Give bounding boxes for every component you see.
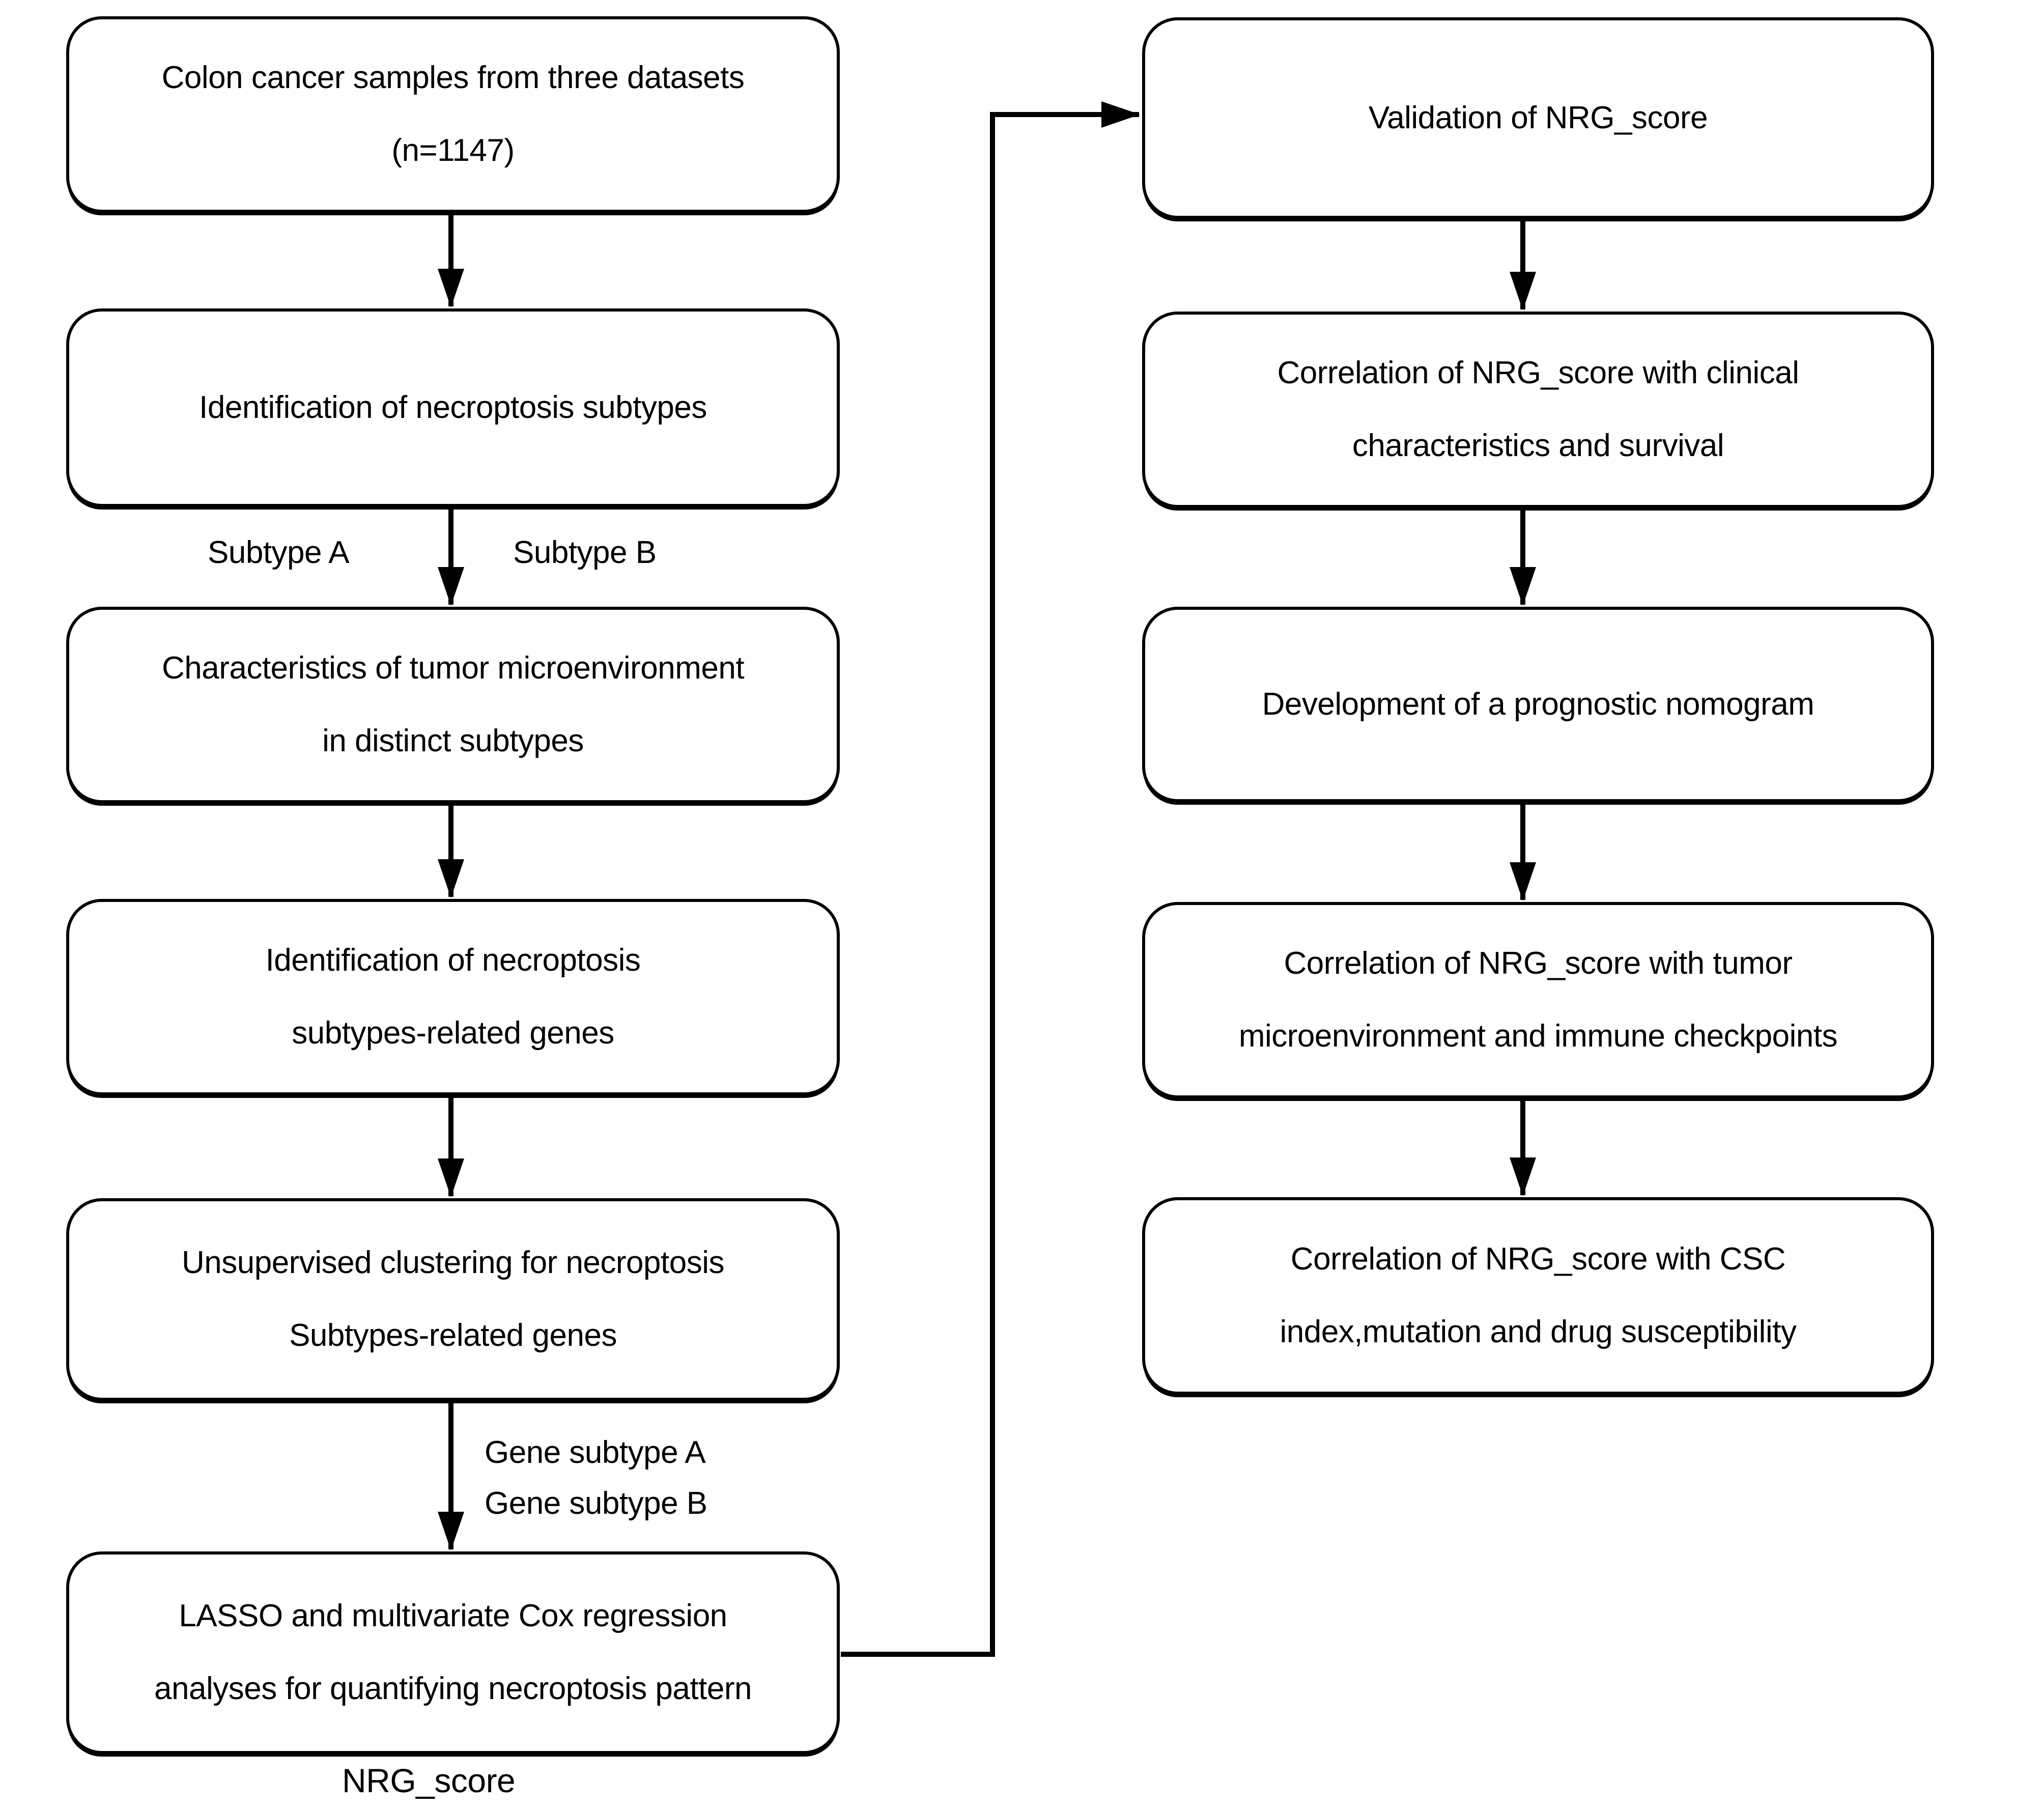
box-text-line: Characteristics of tumor microenvironmen… (161, 651, 745, 686)
box-identification-necroptosis-subtypes: Identification of necroptosis subtypes (66, 308, 840, 507)
label-subtype-a: Subtype A (208, 535, 350, 570)
box-text-line: analyses for quantifying necroptosis pat… (154, 1671, 752, 1706)
label-gene-subtype-a: Gene subtype A (485, 1435, 706, 1470)
box-text-line: Identification of necroptosis (265, 943, 641, 978)
box-text-line: characteristics and survival (1352, 428, 1724, 463)
box-text-line: Validation of NRG_score (1368, 100, 1708, 135)
box-text-line: Identification of necroptosis subtypes (199, 389, 707, 425)
label-gene-subtype-b: Gene subtype B (485, 1486, 707, 1521)
box-correlation-tme-immune-checkpoints: Correlation of NRG_score with tumor micr… (1142, 902, 1934, 1098)
box-text-line: Correlation of NRG_score with clinical (1277, 355, 1799, 391)
box-text-line: Correlation of NRG_score with CSC (1290, 1241, 1786, 1277)
box-colon-cancer-samples: Colon cancer samples from three datasets… (66, 16, 840, 213)
box-text-line: (n=1147) (391, 133, 515, 168)
box-text-line: Colon cancer samples from three datasets (161, 60, 745, 96)
connector-lasso-to-validation (841, 101, 1140, 1657)
box-text-line: in distinct subtypes (322, 723, 584, 758)
box-text-line: Unsupervised clustering for necroptosis (181, 1245, 725, 1281)
box-text-line: Correlation of NRG_score with tumor (1284, 946, 1793, 981)
box-prognostic-nomogram: Development of a prognostic nomogram (1142, 607, 1934, 802)
label-nrg-score: NRG_score (342, 1762, 516, 1799)
box-text-line: LASSO and multivariate Cox regression (179, 1598, 727, 1634)
box-text-line: Subtypes-related genes (289, 1318, 617, 1353)
box-text-line: Development of a prognostic nomogram (1262, 686, 1814, 722)
box-correlation-csc-mutation-drug: Correlation of NRG_score with CSC index,… (1142, 1197, 1934, 1395)
box-tumor-microenvironment-characteristics: Characteristics of tumor microenvironmen… (66, 607, 840, 803)
box-text-line: index,mutation and drug susceptibility (1280, 1314, 1797, 1349)
box-identification-subtypes-related-genes: Identification of necroptosis subtypes-r… (66, 899, 840, 1095)
label-subtype-b: Subtype B (513, 535, 657, 570)
box-lasso-cox-regression: LASSO and multivariate Cox regression an… (66, 1551, 840, 1754)
box-validation-nrg-score: Validation of NRG_score (1142, 17, 1934, 219)
box-unsupervised-clustering: Unsupervised clustering for necroptosis … (66, 1198, 840, 1401)
box-text-line: subtypes-related genes (292, 1015, 614, 1051)
box-text-line: microenvironment and immune checkpoints (1238, 1019, 1838, 1054)
box-correlation-clinical-survival: Correlation of NRG_score with clinical c… (1142, 312, 1934, 508)
